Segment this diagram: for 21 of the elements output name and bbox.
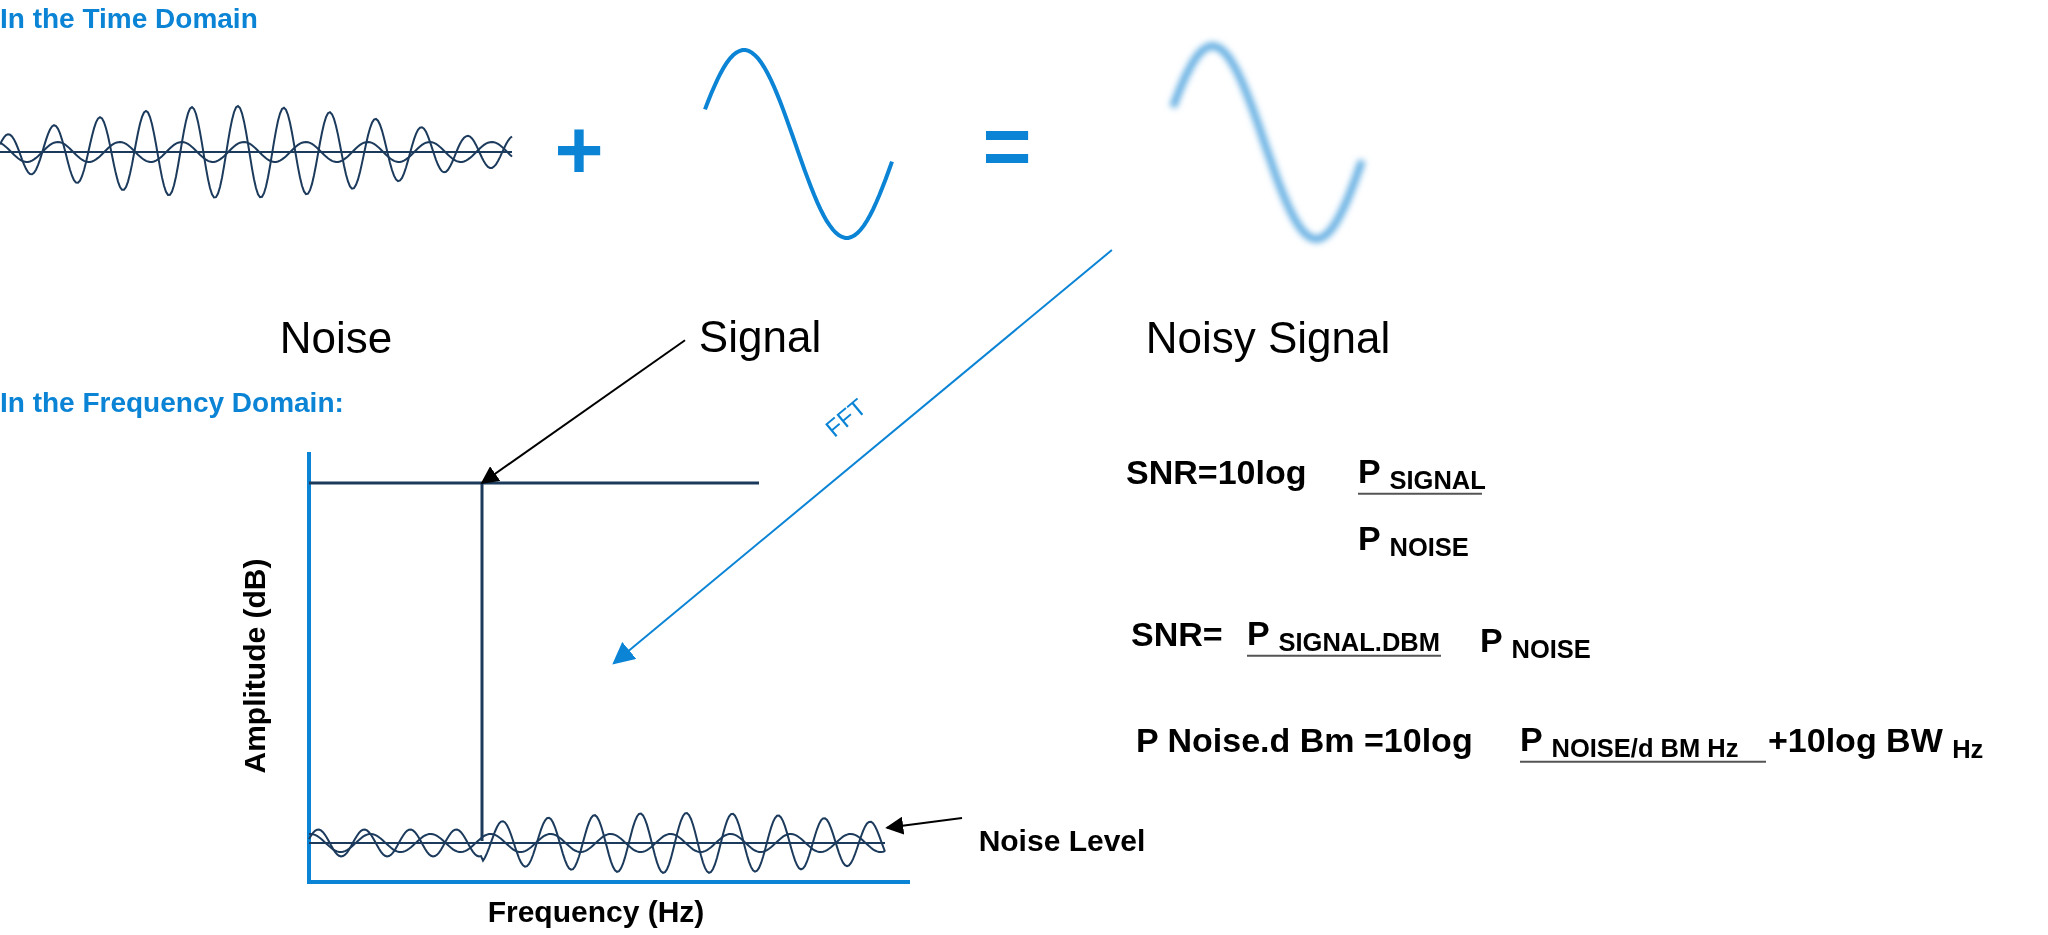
formula-text: +10log BW $_{Hz}$ (1768, 719, 1984, 762)
operator-symbol: = (982, 97, 1032, 195)
node-label: Signal (698, 315, 822, 359)
formula-text: SNR= (1131, 613, 1223, 655)
fraction-numerator: P $_{SIGNAL.DBM}$ (1247, 611, 1441, 657)
waveform-caption: Noise (279, 311, 393, 364)
arrow (480, 339, 686, 485)
waveform-caption: Noisy Signal (1145, 311, 1391, 364)
arrow (885, 816, 963, 835)
axis-label: Frequency (Hz) (487, 894, 705, 931)
formula-text: P $_{NOISE}$ (1358, 517, 1469, 560)
node-label: Noise Level (978, 822, 1146, 859)
axis-label: Amplitude (dB) (237, 558, 273, 774)
formula-text: P Noise.d Bm =10log (1136, 719, 1473, 761)
section-heading: In the Time Domain (0, 1, 258, 36)
formula-text: P $_{NOISE}$ (1480, 619, 1591, 662)
operator-symbol: + (554, 101, 604, 199)
arrow (612, 249, 1113, 665)
fraction-numerator: P $_{NOISE/d BM Hz}$ (1520, 717, 1766, 763)
formula-text: SNR=10log (1126, 451, 1307, 493)
section-heading: In the Frequency Domain: (0, 385, 344, 420)
